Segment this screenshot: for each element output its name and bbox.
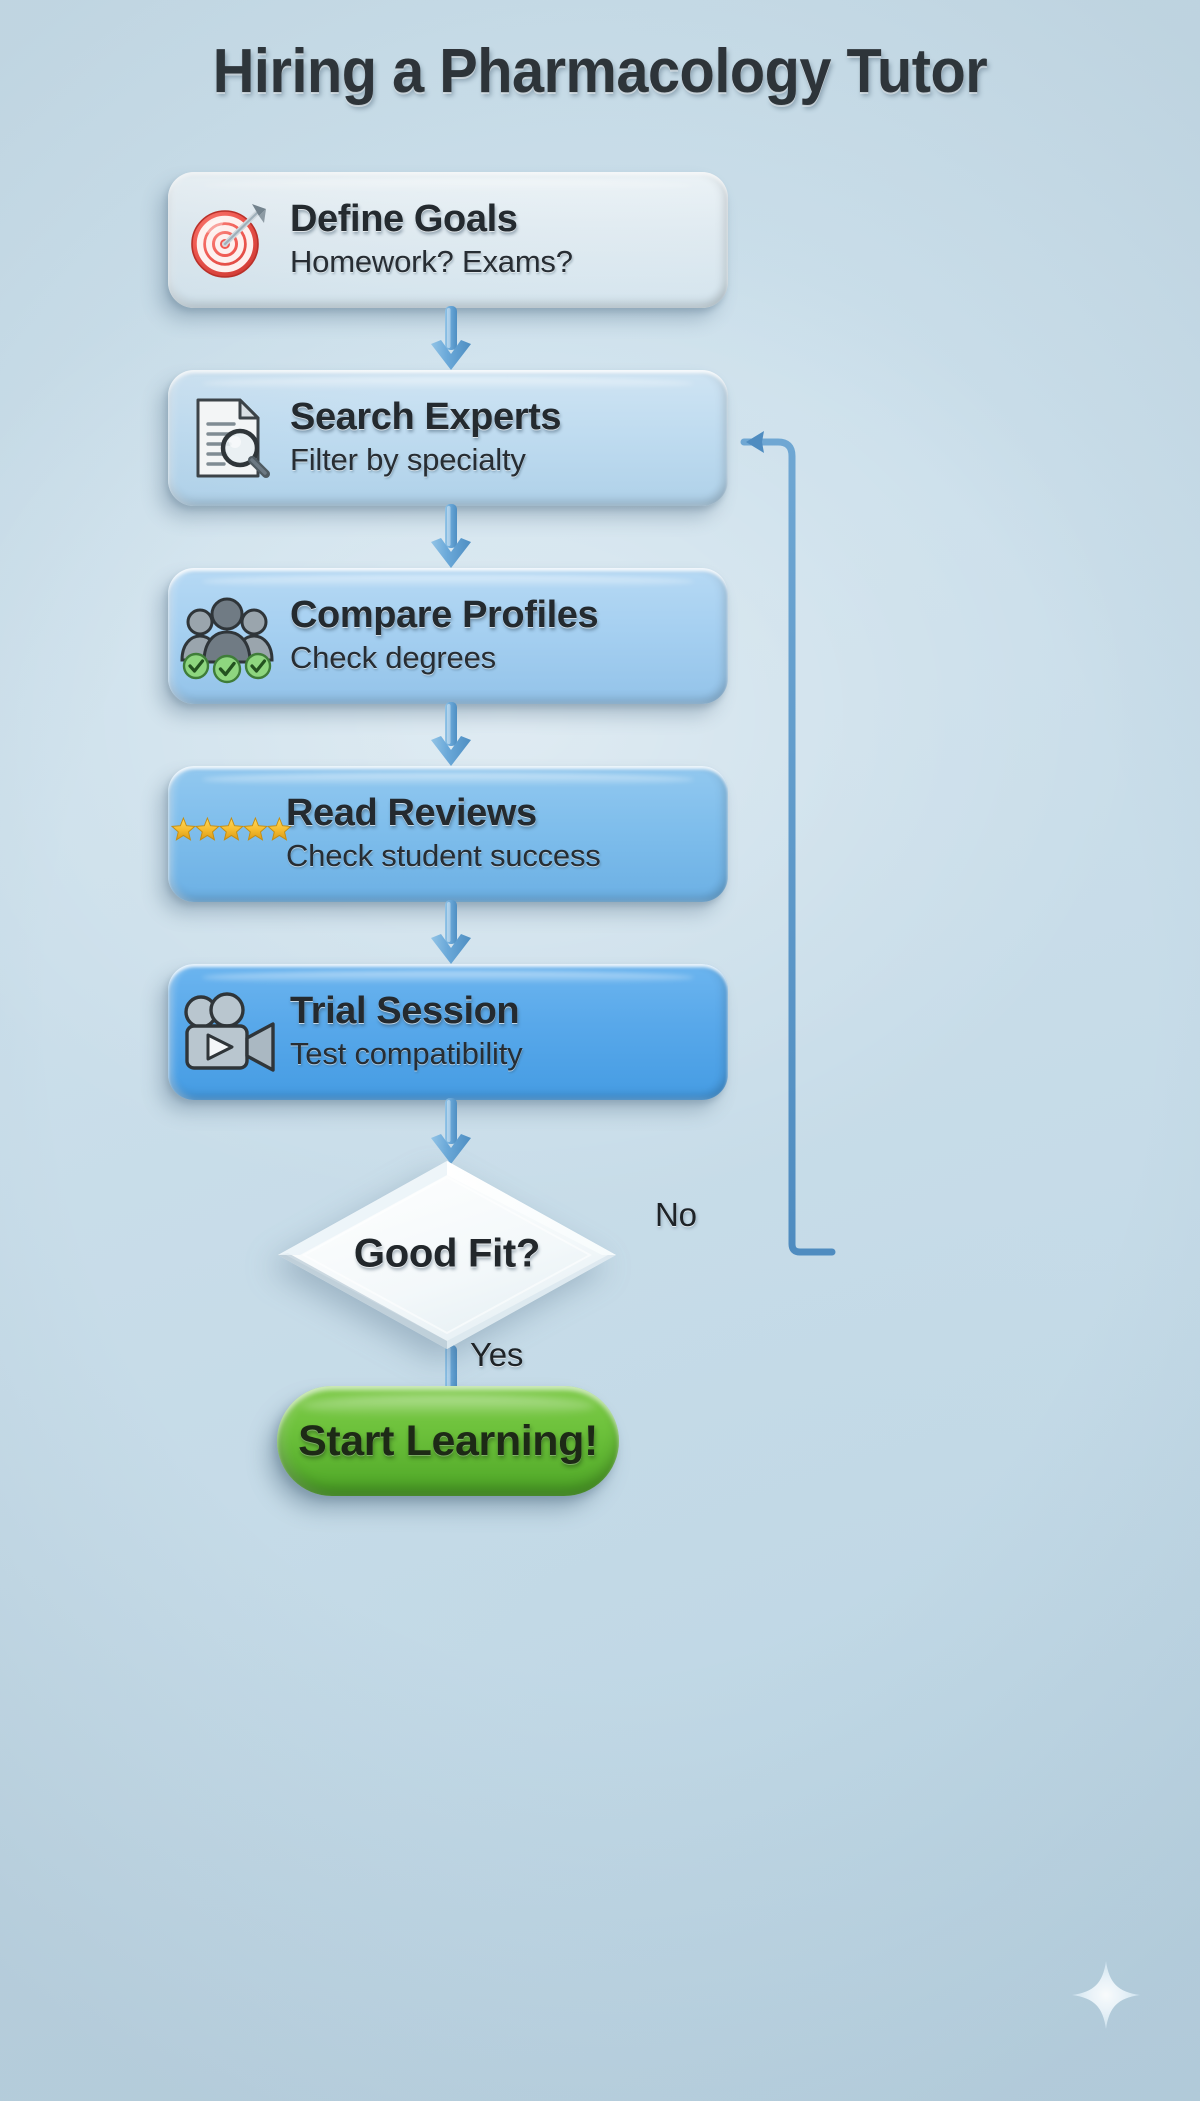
node-text-read-reviews: Read Reviews Check student success (284, 793, 601, 875)
node-text-search-experts: Search Experts Filter by specialty (288, 396, 562, 479)
node-text-compare-profiles: Compare Profiles Check degrees (288, 594, 599, 677)
five-stars-icon (170, 816, 292, 841)
feedback-loop-no (740, 431, 836, 1256)
node-title: Define Goals (290, 198, 518, 241)
video-camera-play-icon (184, 992, 275, 1072)
pill-gloss (300, 1395, 596, 1417)
node-text-trial-session: Trial Session Test compatibility (288, 990, 523, 1073)
connector-arrow-4 (431, 900, 471, 964)
flow-node-compare-profiles[interactable]: Compare Profiles Check degrees (168, 568, 728, 704)
node-subtitle: Test compatibility (290, 1036, 523, 1072)
people-verified-icon (180, 597, 274, 684)
connector-arrow-1 (431, 306, 471, 370)
connector-arrow-3 (431, 702, 471, 766)
flow-node-read-reviews[interactable]: Read Reviews Check student success (168, 766, 728, 902)
node-icon-read-reviews (168, 766, 298, 902)
flow-node-trial-session[interactable]: Trial Session Test compatibility (168, 964, 728, 1100)
node-title: Compare Profiles (290, 594, 599, 637)
final-cta-label: Start Learning! (298, 1416, 598, 1465)
node-text-define-goals: Define Goals Homework? Exams? (288, 199, 573, 281)
four-point-sparkle-icon (1072, 1961, 1140, 2029)
node-subtitle: Check student success (286, 838, 601, 874)
connector-arrow-2 (431, 504, 471, 568)
flow-node-search-experts[interactable]: Search Experts Filter by specialty (168, 370, 728, 506)
node-subtitle: Check degrees (290, 640, 496, 676)
document-search-icon (196, 398, 270, 478)
final-cta-start-learning[interactable]: Start Learning! (277, 1386, 619, 1496)
node-title: Read Reviews (286, 792, 537, 835)
node-surface (168, 172, 728, 308)
connector-arrow-5 (431, 1098, 471, 1164)
page-title: Hiring a Pharmacology Tutor (212, 37, 988, 106)
branch-label-no: No (655, 1196, 697, 1233)
flow-node-define-goals[interactable]: Define Goals Homework? Exams? (168, 172, 728, 308)
node-icon-define-goals (168, 172, 288, 308)
node-icon-search-experts (168, 370, 288, 506)
node-subtitle: Filter by specialty (290, 442, 526, 478)
node-title: Search Experts (290, 396, 562, 439)
node-icon-compare-profiles (168, 568, 288, 704)
node-title: Trial Session (290, 990, 520, 1033)
diamond-shape (278, 1161, 616, 1349)
branch-label-yes: Yes (470, 1336, 524, 1373)
node-subtitle: Homework? Exams? (290, 244, 573, 280)
target-dart-icon (191, 204, 266, 278)
node-surface (168, 568, 728, 704)
decision-node-good-fit[interactable]: Good Fit? (272, 1155, 622, 1355)
node-icon-trial-session (168, 964, 288, 1100)
node-surface (168, 370, 728, 506)
